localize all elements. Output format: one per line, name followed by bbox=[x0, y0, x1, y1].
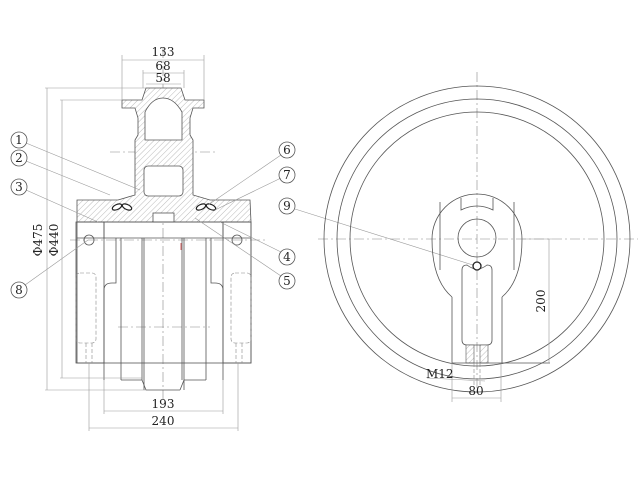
dim-diameter-440: Φ440 bbox=[47, 224, 61, 257]
callout-1: 1 bbox=[10, 131, 28, 149]
callout-2: 2 bbox=[10, 149, 28, 167]
dim-diameter-475: Φ475 bbox=[31, 224, 45, 257]
callout-5: 5 bbox=[278, 272, 296, 290]
svg-text:8: 8 bbox=[15, 283, 23, 297]
callout-3: 3 bbox=[10, 178, 28, 196]
svg-text:3: 3 bbox=[15, 180, 23, 194]
dim-133: 133 bbox=[152, 45, 175, 59]
svg-text:2: 2 bbox=[15, 151, 23, 165]
outer-rim-circle bbox=[323, 85, 631, 393]
svg-text:6: 6 bbox=[283, 143, 291, 157]
grease-plug-right bbox=[231, 234, 243, 246]
shaft-bore bbox=[457, 218, 497, 258]
callouts: 1 2 3 4 5 6 7 8 9 bbox=[10, 131, 477, 299]
side-view bbox=[318, 72, 638, 395]
dim-193: 193 bbox=[152, 397, 175, 411]
svg-text:4: 4 bbox=[283, 250, 291, 264]
callout-7: 7 bbox=[278, 166, 296, 184]
svg-text:1: 1 bbox=[15, 133, 23, 147]
callout-9: 9 bbox=[278, 197, 296, 215]
svg-text:7: 7 bbox=[283, 168, 291, 182]
side-dimensions: 200 80 M12 bbox=[426, 238, 552, 402]
dim-80: 80 bbox=[468, 384, 483, 398]
dim-200: 200 bbox=[534, 290, 548, 313]
svg-text:5: 5 bbox=[283, 274, 291, 288]
svg-text:9: 9 bbox=[283, 199, 291, 213]
grease-fitting bbox=[472, 261, 482, 271]
dim-68: 68 bbox=[155, 59, 170, 73]
thread-m12: M12 bbox=[426, 367, 454, 381]
section-dimensions: 133 68 58 Φ475 Φ440 193 240 bbox=[31, 45, 239, 431]
seal-right bbox=[195, 203, 217, 211]
callout-4: 4 bbox=[278, 248, 296, 266]
dim-58: 58 bbox=[155, 71, 170, 85]
grease-plug-left bbox=[83, 234, 95, 246]
tread-circle bbox=[336, 98, 618, 380]
callout-6: 6 bbox=[278, 141, 296, 159]
dim-240: 240 bbox=[152, 414, 175, 428]
inner-rim-circle bbox=[349, 111, 605, 367]
seal-left bbox=[111, 203, 133, 211]
callout-8: 8 bbox=[10, 281, 28, 299]
section-view bbox=[70, 48, 265, 400]
